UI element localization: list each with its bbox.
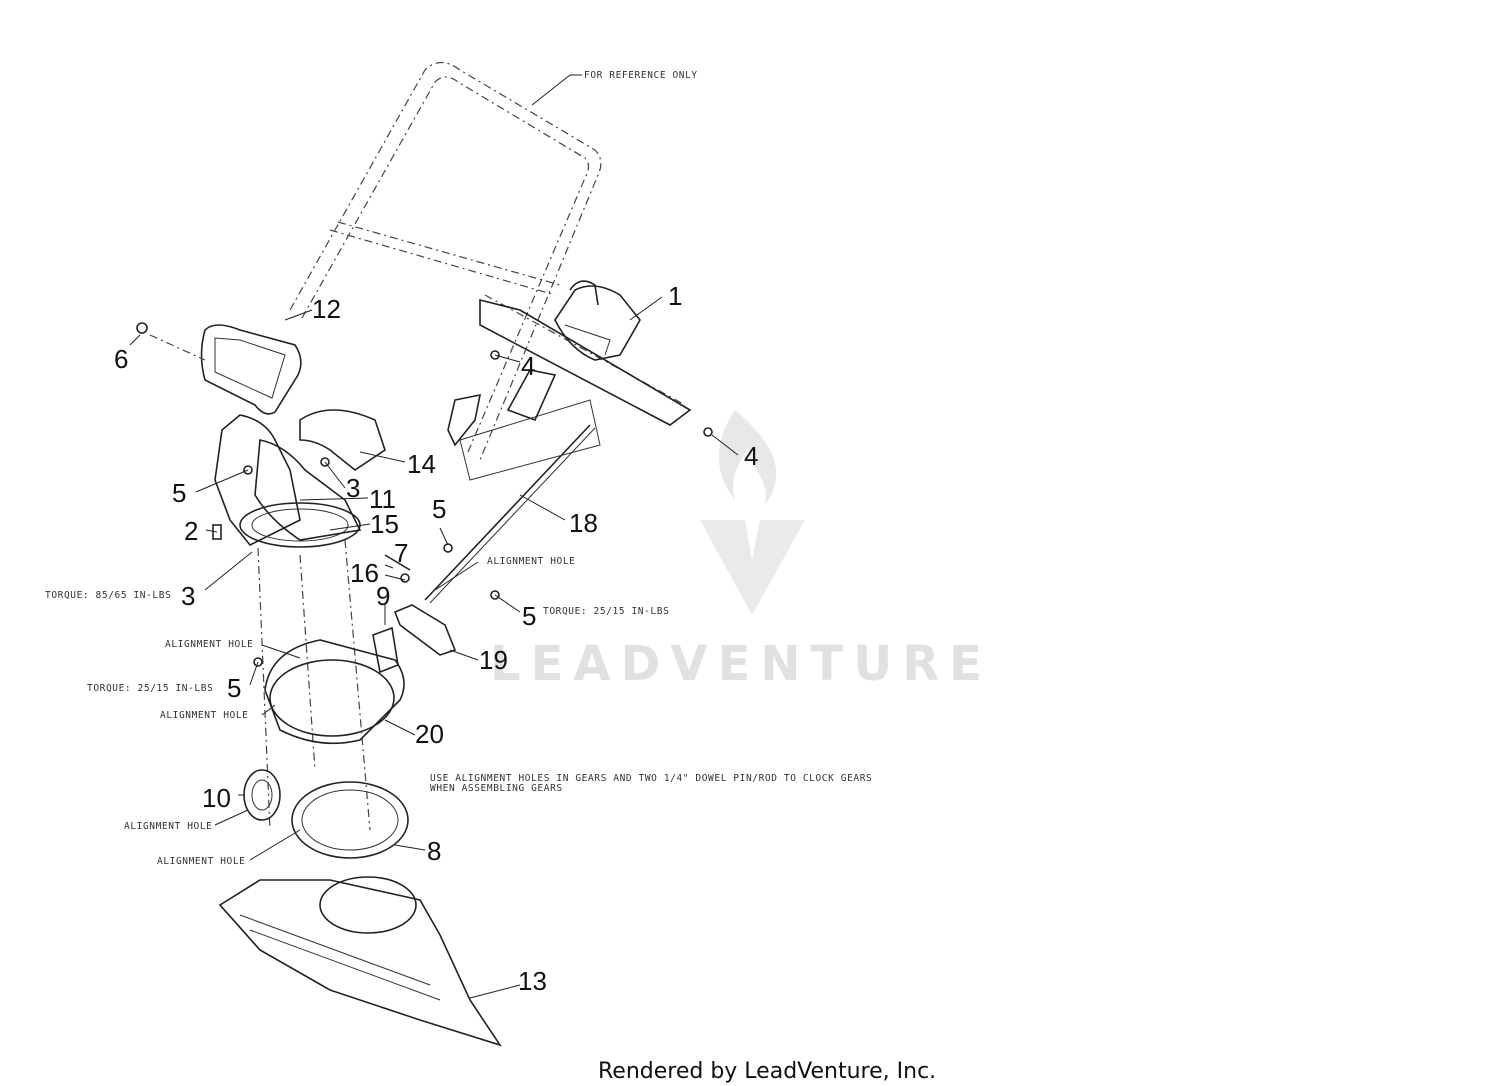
handle-frame-reference: FOR REFERENCE ONLY: [289, 61, 698, 461]
callout-12: 12: [312, 294, 341, 324]
hardware-items: [212, 350, 713, 667]
part-16-bushing: [400, 573, 410, 583]
part-13-housing: [218, 876, 521, 1047]
callout-4b: 4: [744, 441, 758, 471]
part-8-ring-gear: [291, 781, 426, 859]
callout-1: 1: [668, 281, 682, 311]
callout-5d: 5: [227, 673, 241, 703]
part-20-chute-base: [264, 639, 416, 745]
callout-11: 11: [369, 484, 396, 514]
callout-18: 18: [569, 508, 598, 538]
torque-note-25-15-a: TORQUE: 25/15 IN-LBS: [543, 606, 669, 617]
callout-20: 20: [415, 719, 444, 749]
callout-2: 2: [184, 516, 198, 546]
callout-3a: 3: [346, 473, 360, 503]
callout-19: 19: [479, 645, 508, 675]
callout-10: 10: [202, 783, 231, 813]
part-6-bolt: [136, 322, 148, 334]
callout-7: 7: [394, 538, 408, 568]
reference-note: FOR REFERENCE ONLY: [584, 70, 698, 81]
alignment-hole-note-4: ALIGNMENT HOLE: [124, 821, 212, 832]
callout-15: 15: [370, 509, 399, 539]
callout-leaders: [129, 334, 739, 861]
torque-note-25-15-b: TORQUE: 25/15 IN-LBS: [87, 683, 213, 694]
callout-16: 16: [350, 558, 379, 588]
callout-numbers: 1 2 3 3 4 4 5 5 5 5 6 7 8 9 10 11 12 13 …: [114, 281, 758, 996]
watermark-text: LEADVENTURE: [490, 636, 992, 692]
rod-handle: [506, 369, 557, 422]
leadventure-watermark: LEADVENTURE: [490, 410, 992, 692]
alignment-hole-note-5: ALIGNMENT HOLE: [157, 856, 245, 867]
part-5-screw-base: [253, 657, 263, 667]
part-14-hood: [299, 409, 386, 471]
part-19-bracket: [393, 604, 479, 661]
diagram-notes: TORQUE: 85/65 IN-LBS TORQUE: 25/15 IN-LB…: [45, 556, 872, 867]
callout-9: 9: [376, 581, 390, 611]
part-11-upper-chute: [214, 409, 406, 547]
callout-5b: 5: [432, 494, 446, 524]
rod-bracket: [447, 393, 482, 447]
part-10-drive-gear: [238, 769, 281, 821]
footer-credit: Rendered by LeadVenture, Inc.: [598, 1059, 936, 1084]
callout-5c: 5: [522, 601, 536, 631]
part-5-screw-rod: [443, 543, 453, 553]
callout-6: 6: [114, 344, 128, 374]
part-18-chute-rod: [424, 369, 601, 604]
part-4-bolt-a: [490, 350, 500, 360]
gear-instruction-line1: USE ALIGNMENT HOLES IN GEARS AND TWO 1/4…: [430, 773, 872, 784]
alignment-hole-note-1: ALIGNMENT HOLE: [487, 556, 575, 567]
callout-3b: 3: [181, 581, 195, 611]
callout-4a: 4: [521, 351, 535, 381]
part-5-screw-upper: [243, 465, 253, 475]
part-12-deflector: [136, 309, 313, 415]
part-2-pin: [212, 524, 222, 540]
alignment-hole-note-2: ALIGNMENT HOLE: [165, 639, 253, 650]
callout-5a: 5: [172, 478, 186, 508]
part-3-nut: [320, 457, 330, 467]
torque-note-85-65: TORQUE: 85/65 IN-LBS: [45, 590, 171, 601]
callout-13: 13: [518, 966, 547, 996]
callout-8: 8: [427, 836, 441, 866]
part-4-bolt-b: [703, 427, 713, 437]
alignment-hole-note-3: ALIGNMENT HOLE: [160, 710, 248, 721]
part-1-chute-control: [479, 280, 692, 426]
part-7-spring: [384, 554, 411, 571]
gear-instruction-line2: WHEN ASSEMBLING GEARS: [430, 783, 563, 794]
part-9-pinion-gear: [372, 605, 399, 674]
callout-14: 14: [407, 449, 436, 479]
part-5-screw-bracket: [490, 590, 500, 600]
